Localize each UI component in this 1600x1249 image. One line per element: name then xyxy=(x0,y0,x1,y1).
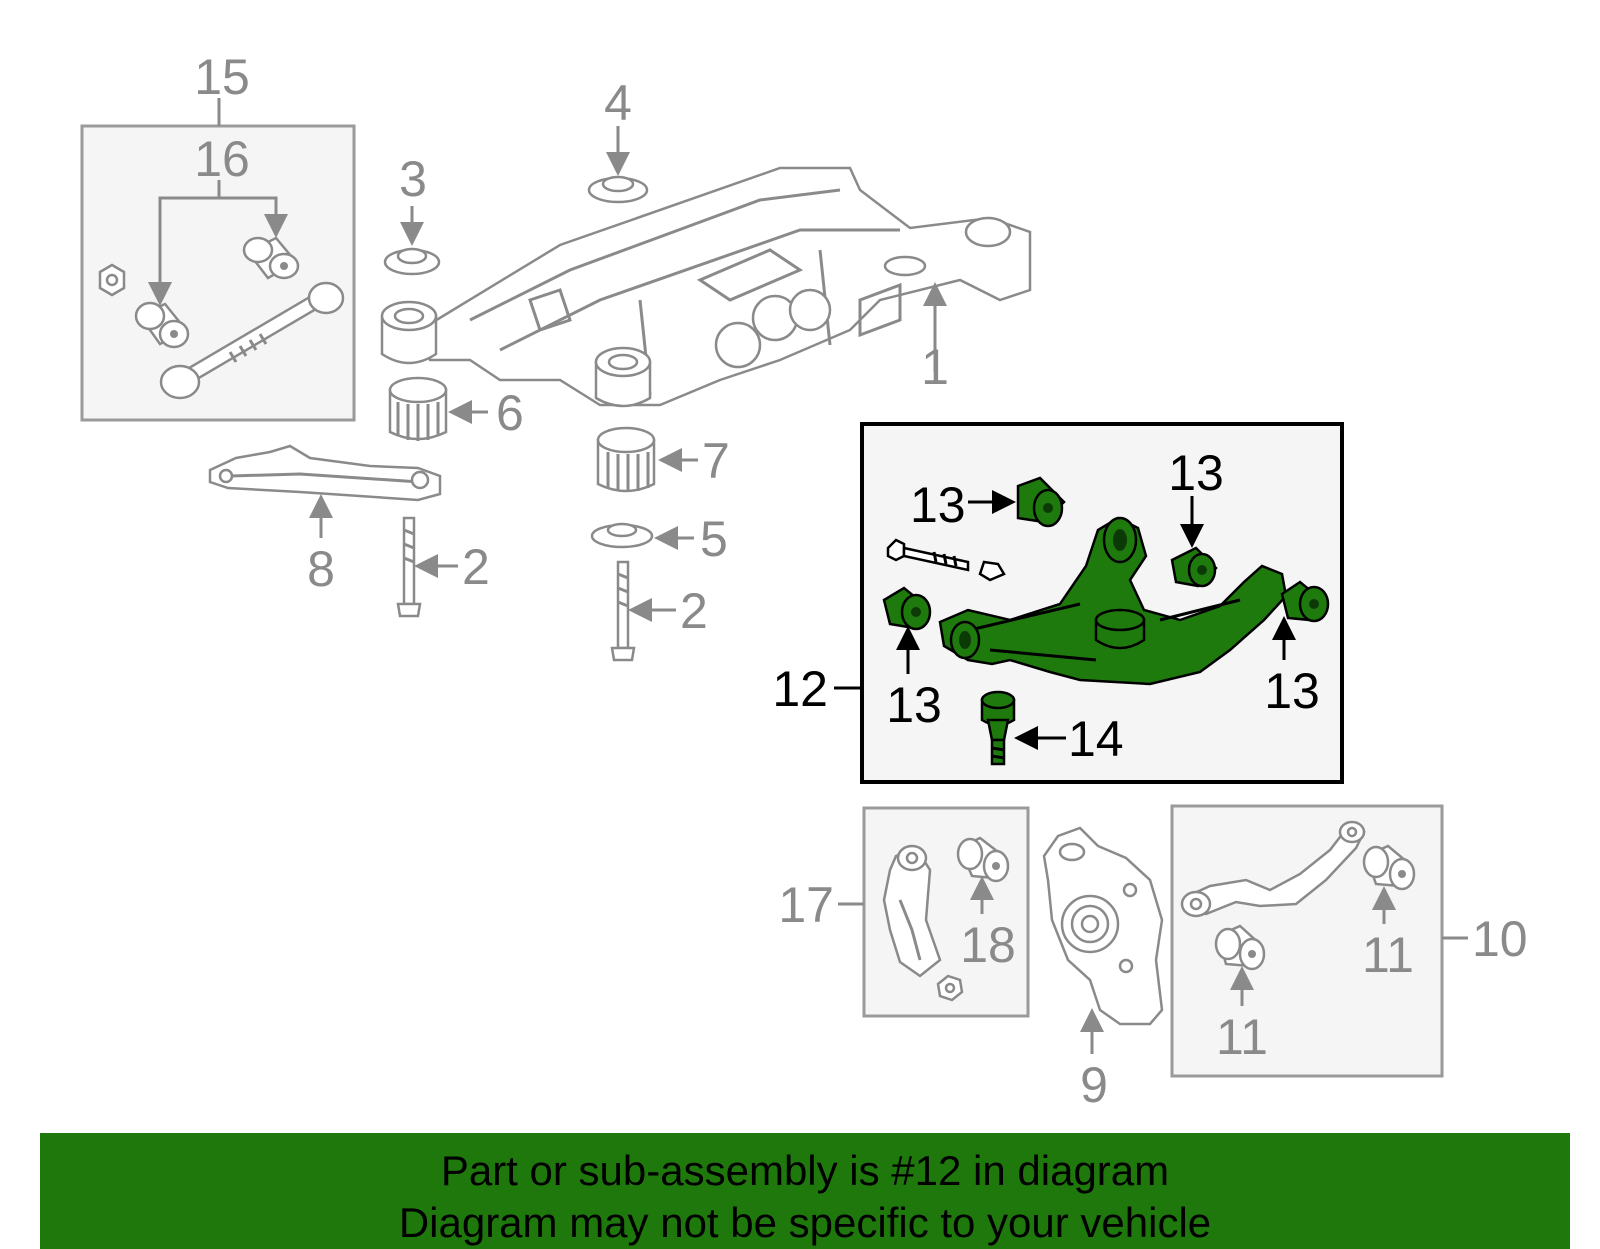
callout-17: 17 xyxy=(778,877,834,933)
notice-banner: Part or sub-assembly is #12 in diagram D… xyxy=(40,1133,1570,1249)
callout-10: 10 xyxy=(1472,911,1528,967)
toe-link-bushing-upper xyxy=(242,236,300,280)
callout-12: 12 xyxy=(772,661,828,717)
trailing-link-group: 17 18 xyxy=(778,806,1030,1018)
callout-7: 7 xyxy=(702,433,730,489)
bushing-13-a: 13 xyxy=(910,476,1066,533)
callout-5: 5 xyxy=(700,511,728,567)
upper-link-group: 10 11 11 xyxy=(1170,804,1528,1078)
washer-3: 3 xyxy=(383,151,441,276)
bushing-13-d: 13 xyxy=(1264,580,1330,719)
callout-8: 8 xyxy=(307,541,335,597)
callout-3: 3 xyxy=(399,151,427,207)
callout-1: 1 xyxy=(921,339,949,395)
callout-16: 16 xyxy=(194,131,250,187)
toe-link-group: 15 16 xyxy=(80,49,356,422)
upper-link xyxy=(1180,820,1366,918)
washer-4: 4 xyxy=(587,75,649,204)
callout-15: 15 xyxy=(194,49,250,105)
trailing-link-nut xyxy=(936,974,964,1002)
bracket-8: 8 xyxy=(208,444,442,597)
callout-11b: 11 xyxy=(1216,1009,1268,1065)
rear-subframe: 1 xyxy=(380,166,1032,408)
bushing-13-b: 13 xyxy=(1168,445,1224,588)
toe-link-box xyxy=(80,124,356,422)
subframe-mount-left xyxy=(380,300,438,365)
callout-11a: 11 xyxy=(1362,927,1414,983)
ball-joint-14: 14 xyxy=(980,690,1124,767)
notice-line-2: Diagram may not be specific to your vehi… xyxy=(398,1199,1212,1246)
callout-9: 9 xyxy=(1080,1057,1108,1113)
callout-4: 4 xyxy=(604,75,632,131)
washer-5: 5 xyxy=(590,511,728,567)
callout-2b: 2 xyxy=(680,583,708,639)
toe-link-rod xyxy=(159,281,345,400)
trailing-link xyxy=(882,844,942,978)
control-arm-bolt xyxy=(886,538,1006,582)
toe-link-nut xyxy=(98,263,126,297)
callout-13a: 13 xyxy=(910,477,966,533)
bolt-2-right: 2 xyxy=(610,560,708,662)
subframe-bushing-6: 6 xyxy=(388,376,524,441)
lower-control-arm-group: 12 13 13 13 xyxy=(772,422,1344,784)
lower-control-arm xyxy=(938,516,1288,686)
callout-2a: 2 xyxy=(462,539,490,595)
knuckle-9: 9 xyxy=(1042,826,1164,1113)
callout-6: 6 xyxy=(496,385,524,441)
callout-13b: 13 xyxy=(1168,445,1224,501)
callout-18: 18 xyxy=(960,917,1016,973)
callout-13d: 13 xyxy=(1264,663,1320,719)
bolt-2-left: 2 xyxy=(396,516,490,618)
callout-14: 14 xyxy=(1068,711,1124,767)
bushing-11-upper: 11 xyxy=(1362,844,1416,983)
bushing-11-lower: 11 xyxy=(1214,924,1268,1065)
subframe-mount-right xyxy=(594,346,652,408)
subframe-bushing-7: 7 xyxy=(596,426,730,493)
bushing-13-c: 13 xyxy=(882,586,942,733)
bushing-18: 18 xyxy=(956,836,1016,973)
callout-13c: 13 xyxy=(886,677,942,733)
toe-link-bushing-lower xyxy=(134,301,190,349)
notice-line-1: Part or sub-assembly is #12 in diagram xyxy=(440,1147,1170,1194)
